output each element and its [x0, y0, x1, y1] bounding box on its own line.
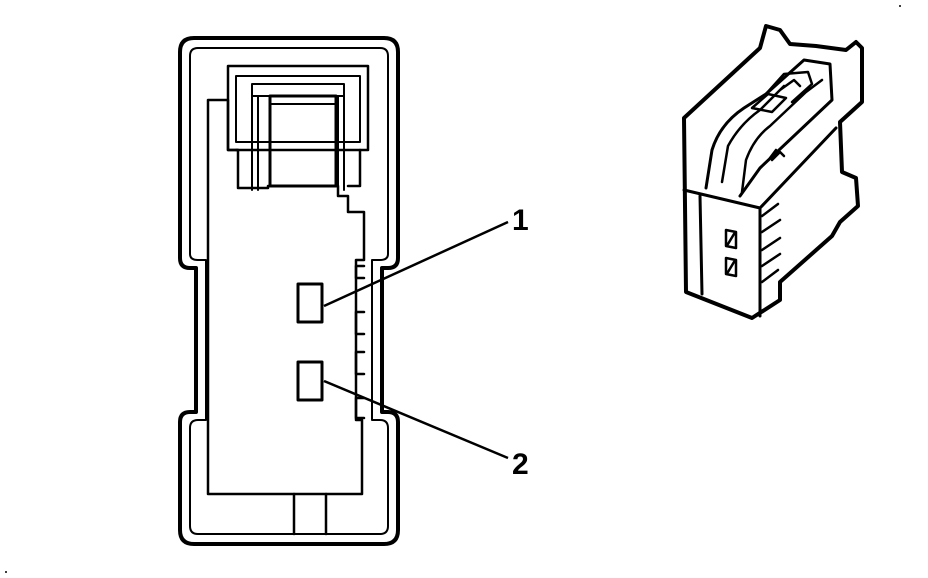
connector-outer-housing [178, 36, 400, 546]
bottom-slot [292, 492, 328, 536]
iso-side-ridge [768, 148, 786, 162]
callout-2-label: 2 [512, 448, 529, 481]
iso-cavity-2 [724, 256, 738, 278]
iso-front-face [682, 126, 838, 318]
latch [226, 64, 370, 191]
iso-side-ribs [760, 202, 782, 284]
iso-latch-tab [750, 92, 788, 114]
iso-body-outline [682, 24, 864, 320]
connector-outer-housing-inner-edge [189, 47, 389, 535]
side-lock-ribs [354, 264, 366, 420]
callout-1-label: 1 [512, 204, 529, 237]
callout-2-leader [323, 379, 509, 460]
latch-inner-frame [235, 75, 361, 143]
iso-latch [720, 70, 824, 194]
iso-top-opening [704, 58, 834, 198]
callout-2: 2 [323, 379, 529, 481]
iso-cavity-1 [724, 228, 738, 250]
connector-face-view [178, 36, 400, 546]
callout-1-leader [323, 220, 509, 308]
latch-side-steps [234, 148, 362, 188]
callout-1: 1 [323, 204, 529, 308]
connector-isometric-view [682, 24, 864, 320]
terminal-cavity-2 [296, 360, 324, 402]
scan-speck [5, 571, 7, 573]
latch-outer-frame [226, 64, 370, 152]
connector-inner-body [206, 98, 366, 496]
terminal-cavity-1 [296, 282, 324, 324]
latch-tab [268, 94, 338, 188]
latch-rails [251, 83, 345, 191]
scan-speck [899, 5, 901, 7]
